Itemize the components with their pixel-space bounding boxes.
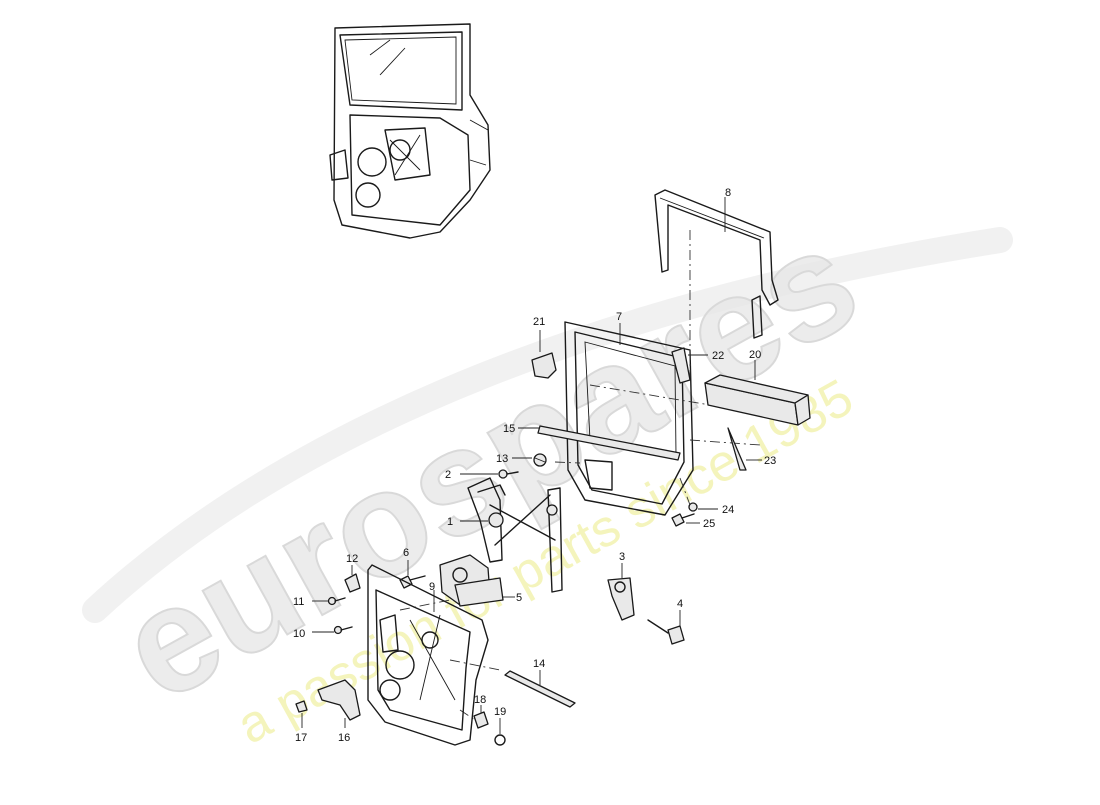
part-13-clip: [512, 453, 547, 467]
callout-19: 19: [494, 706, 506, 718]
callout-1: 1: [447, 516, 453, 528]
callout-21: 21: [533, 316, 545, 328]
part-20-seal: [704, 360, 811, 426]
callout-6: 6: [403, 547, 409, 559]
part-19-grommet: [494, 718, 506, 746]
part-10-clip: [312, 625, 353, 635]
callout-13: 13: [496, 453, 508, 465]
callout-2: 2: [445, 469, 451, 481]
callout-17: 17: [295, 732, 307, 744]
callout-15: 15: [503, 423, 515, 435]
part-17-screw: [295, 700, 308, 728]
callout-10: 10: [293, 628, 305, 640]
callout-11: 11: [293, 596, 304, 608]
part-16-handle: [317, 679, 361, 728]
callout-3: 3: [619, 551, 625, 563]
part-18-bolt: [473, 705, 489, 729]
reference-door: [329, 23, 491, 239]
part-22-cover: [671, 347, 708, 384]
part-5-motor: [439, 554, 515, 607]
part-25-screw: [671, 513, 700, 527]
part-24-nut: [688, 502, 718, 512]
callout-23: 23: [764, 455, 776, 467]
callout-9: 9: [429, 581, 435, 593]
watermark-swoosh: [82, 227, 1013, 623]
part-3-bracket: [607, 563, 635, 621]
callout-5: 5: [516, 592, 522, 604]
part-8-window-channel: [654, 189, 779, 339]
callout-7: 7: [616, 311, 622, 323]
watermark: eurospares a passion for parts since 198…: [82, 193, 1013, 755]
callout-14: 14: [533, 658, 545, 670]
part-21-bracket: [531, 330, 557, 379]
callout-8: 8: [725, 187, 731, 199]
callout-22: 22: [712, 350, 724, 362]
part-15-guide: [518, 425, 681, 461]
part-23-triangle: [727, 427, 762, 471]
callout-20: 20: [749, 349, 761, 361]
door-carrier-panel: [367, 564, 489, 746]
callout-12: 12: [346, 553, 358, 565]
callout-18: 18: [474, 694, 486, 706]
callout-labels: 8 7 21 22 20 15 13 23 2 24 25 1 6 12 3 9…: [293, 187, 776, 744]
part-12-bracket: [344, 565, 361, 593]
callout-25: 25: [703, 518, 715, 530]
callout-16: 16: [338, 732, 350, 744]
part-2-screw: [460, 469, 519, 479]
callout-4: 4: [677, 598, 683, 610]
part-1-regulator: [460, 477, 563, 593]
part-14-strip: [504, 670, 576, 708]
part-11-clip: [312, 596, 346, 606]
callout-24: 24: [722, 504, 734, 516]
part-4-bolt: [647, 610, 685, 645]
